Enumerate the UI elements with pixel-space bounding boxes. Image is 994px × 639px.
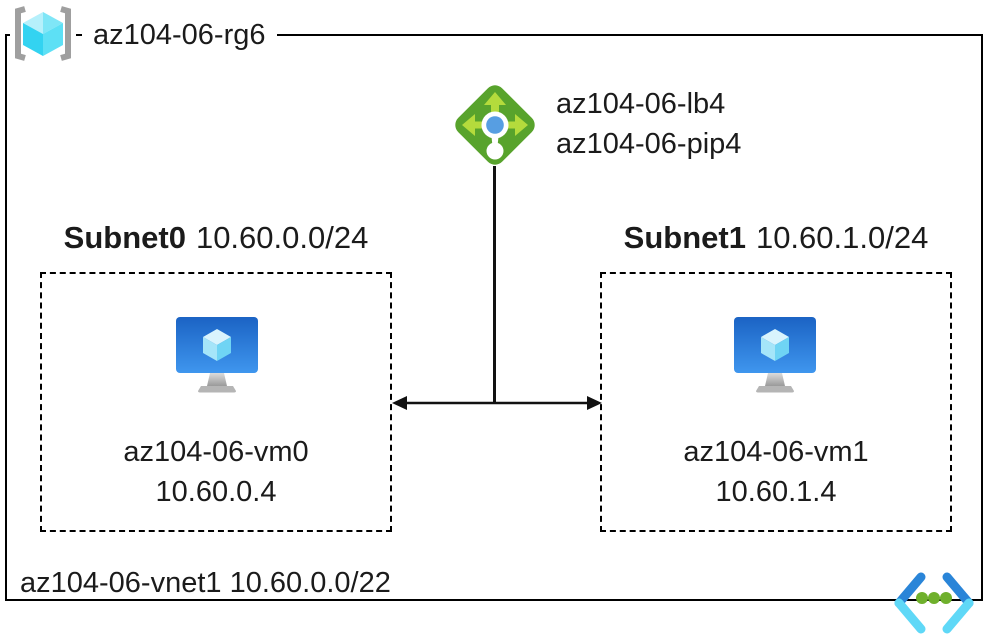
vnet-right-chevron-upper (942, 572, 974, 608)
subnet1-name: Subnet1 (623, 220, 746, 255)
subnet0-name: Subnet0 (63, 220, 186, 255)
lb-up-arrow (484, 92, 506, 125)
vm1-name: az104-06-vm1 (683, 436, 869, 468)
load-balancer-icon (449, 79, 541, 171)
lb-center-dot (486, 116, 504, 134)
vm-cube-right (775, 337, 789, 361)
vm-stand-base (756, 386, 794, 393)
lb-keyhole-stem (491, 132, 499, 146)
rg-left-bracket (15, 6, 26, 61)
lb-left-arrow (462, 114, 495, 136)
vm-stand-neck (765, 373, 785, 386)
resource-group-icon-svg (15, 6, 71, 61)
vm0-labels: az104-06-vm0 10.60.0.4 (40, 432, 392, 512)
rg-cube-left-face (23, 23, 43, 56)
rg-cube-top-right-face (43, 12, 63, 34)
subnet1-boundary (600, 272, 952, 532)
rg-cube-right-face (43, 23, 63, 56)
resource-group-boundary (5, 34, 983, 601)
lb-keyhole-bottom (486, 142, 504, 160)
vnet-right-chevron-lower (942, 598, 974, 634)
virtual-network-icon (892, 571, 976, 635)
virtual-network-icon-svg (894, 572, 974, 634)
resource-group-icon (10, 5, 76, 63)
load-balancer-labels: az104-06-lb4 az104-06-pip4 (556, 84, 741, 164)
subnet1-label: Subnet1 10.60.1.0/24 (600, 219, 952, 257)
vm-cube-left (203, 337, 217, 361)
load-balancer-icon-svg (455, 85, 535, 165)
vm-stand-neck (207, 373, 227, 386)
vm0-ip: 10.60.0.4 (155, 476, 277, 508)
virtual-machine-icon-svg (176, 317, 258, 393)
vm1-labels: az104-06-vm1 10.60.1.4 (600, 432, 952, 512)
subnet-double-arrow (389, 391, 605, 415)
vm-stand-base (198, 386, 236, 393)
vm0-name: az104-06-vm0 (123, 436, 309, 468)
vnet-left-chevron-lower (894, 598, 926, 634)
virtual-machine-icon-svg (734, 317, 816, 393)
subnet0-label: Subnet0 10.60.0.0/24 (40, 219, 392, 257)
vm0-icon (175, 317, 259, 395)
arrow-head-left (392, 396, 407, 410)
resource-group-title: az104-06-rg6 (82, 17, 277, 53)
subnet0-boundary (40, 272, 392, 532)
lb-right-arrow (495, 114, 528, 136)
vm1-icon (733, 317, 817, 395)
rg-right-bracket (60, 6, 71, 61)
vm1-ip: 10.60.1.4 (715, 476, 837, 508)
arrow-head-right (587, 396, 602, 410)
subnet0-cidr: 10.60.0.0/24 (195, 220, 369, 255)
subnet1-cidr: 10.60.1.0/24 (755, 220, 929, 255)
vnet-dot-2 (928, 592, 940, 604)
rg-cube-top-left-face (23, 12, 43, 34)
vnet-label: az104-06-vnet1 10.60.0.0/22 (20, 567, 391, 599)
vm-cube-right (217, 337, 231, 361)
vnet-left-chevron-upper (894, 572, 926, 608)
public-ip-name: az104-06-pip4 (556, 128, 742, 160)
vm-cube-left (761, 337, 775, 361)
double-arrow-svg (392, 396, 602, 410)
load-balancer-name: az104-06-lb4 (556, 88, 726, 120)
vnet-dot-1 (916, 592, 928, 604)
lb-connector-line (493, 166, 496, 404)
vnet-dot-3 (940, 592, 952, 604)
